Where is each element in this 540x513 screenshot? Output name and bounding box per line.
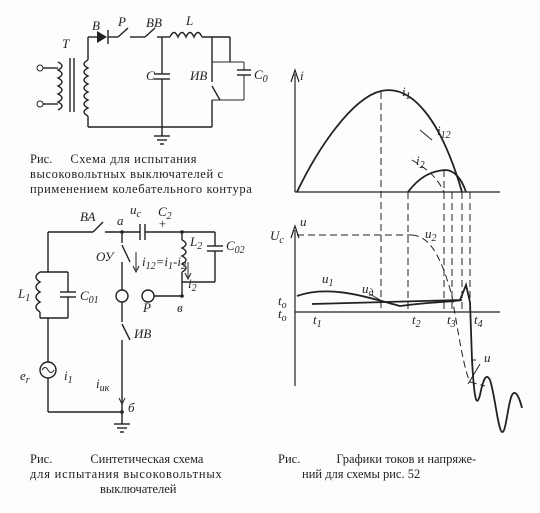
label-uc: uc — [130, 202, 142, 220]
label-t3: t3 — [447, 312, 456, 330]
label-u1-curve: u1 — [322, 271, 334, 289]
label-iv2: ИВ — [133, 326, 151, 341]
figure2-schematic: ВА а uc C2 + ОУ i12=i1-i2 L2 C02 i2 P в … — [17, 202, 245, 433]
curve-ud — [311, 282, 471, 305]
label-b: B — [92, 18, 100, 33]
label-i2-curve: i2 — [416, 153, 425, 171]
curve-i2 — [407, 169, 467, 193]
label-t1: t1 — [313, 312, 322, 330]
terminal-top — [36, 64, 44, 72]
label-va: ВА — [80, 209, 95, 224]
label-ou: ОУ — [96, 249, 116, 264]
figure2-caption: Рис.Синтетическая схема для испытания вы… — [30, 452, 270, 497]
label-c02: C02 — [226, 238, 245, 256]
label-i12-curve: i12 — [437, 123, 451, 141]
label-i2: i2 — [188, 276, 197, 294]
figure2-caption-line3: выключателей — [100, 482, 177, 496]
switch-bb — [144, 27, 156, 38]
label-t4: t4 — [474, 312, 483, 330]
transformer-primary — [56, 61, 63, 111]
label-t: T — [62, 36, 70, 51]
figure1-caption-prefix: Рис. — [30, 152, 53, 166]
label-t0: to — [278, 306, 287, 324]
inductor-l1 — [35, 271, 42, 313]
curve-u1 — [296, 290, 463, 307]
diode-icon — [97, 31, 107, 43]
curve-u — [469, 301, 523, 433]
figure1-schematic: T B P BB L C ИВ C0 — [36, 13, 268, 145]
label-p2: P — [142, 300, 151, 315]
figure3-graphs: i i1 i12 i2 u Uc u2 u1 uд to to t1 t2 t3… — [270, 68, 523, 433]
label-uc-level: Uc — [270, 228, 284, 246]
label-p: P — [117, 14, 126, 29]
label-u-curve: u — [484, 350, 491, 365]
curve-i12 — [411, 159, 445, 193]
figure1-caption: Рис.Схема для испытания высоковольтных в… — [30, 152, 265, 197]
label-i-axis: i — [300, 68, 304, 83]
label-t2: t2 — [412, 312, 421, 330]
label-a: а — [117, 213, 124, 228]
figure1-caption-text: Схема для испытания высоковольтных выклю… — [30, 152, 253, 196]
figure2-caption-line1: Рис.Синтетическая схема — [30, 452, 204, 466]
label-l1: L1 — [17, 286, 30, 304]
figure3-caption: Рис.Графики токов и напряже- ний для схе… — [278, 452, 533, 482]
switch-p — [117, 27, 129, 38]
switch-iv — [211, 85, 221, 101]
switch-iv-2 — [121, 323, 131, 341]
label-c: C — [146, 68, 155, 83]
terminal-bottom — [36, 100, 44, 108]
label-u2-curve: u2 — [425, 226, 437, 244]
curve-u2 — [411, 234, 486, 387]
inductor-l2 — [180, 239, 187, 273]
label-er: er — [20, 368, 30, 386]
curve-i1 — [296, 89, 463, 193]
transformer-secondary — [83, 59, 90, 117]
label-iik: iик — [96, 376, 110, 394]
label-l: L — [185, 13, 193, 28]
label-i1-curve: i1 — [402, 84, 411, 102]
inductor-l — [169, 31, 203, 39]
switch-ou — [121, 244, 131, 263]
label-i1: i1 — [64, 368, 73, 386]
figure3-caption-line2: ний для схемы рис. 52 — [302, 467, 421, 481]
label-iv: ИВ — [189, 68, 207, 83]
label-v: в — [177, 300, 183, 315]
switch-va — [92, 221, 104, 233]
label-c0: C0 — [254, 67, 268, 85]
label-l2: L2 — [189, 234, 202, 252]
label-t0-upper: to — [278, 293, 287, 311]
label-bb: BB — [146, 15, 162, 30]
label-u-axis: u — [300, 214, 307, 229]
label-i12: i12=i1-i2 — [142, 254, 186, 272]
arc-gap-left — [115, 289, 129, 303]
figure3-caption-line1: Рис.Графики токов и напряже- — [278, 452, 477, 466]
label-ud-curve: uд — [362, 281, 374, 299]
figure2-caption-line2: для испытания высоковольтных — [30, 467, 223, 481]
label-c2: C2 — [158, 204, 172, 222]
label-c01: C01 — [80, 288, 99, 306]
label-plus: + — [158, 216, 167, 231]
label-b: б — [128, 400, 135, 415]
